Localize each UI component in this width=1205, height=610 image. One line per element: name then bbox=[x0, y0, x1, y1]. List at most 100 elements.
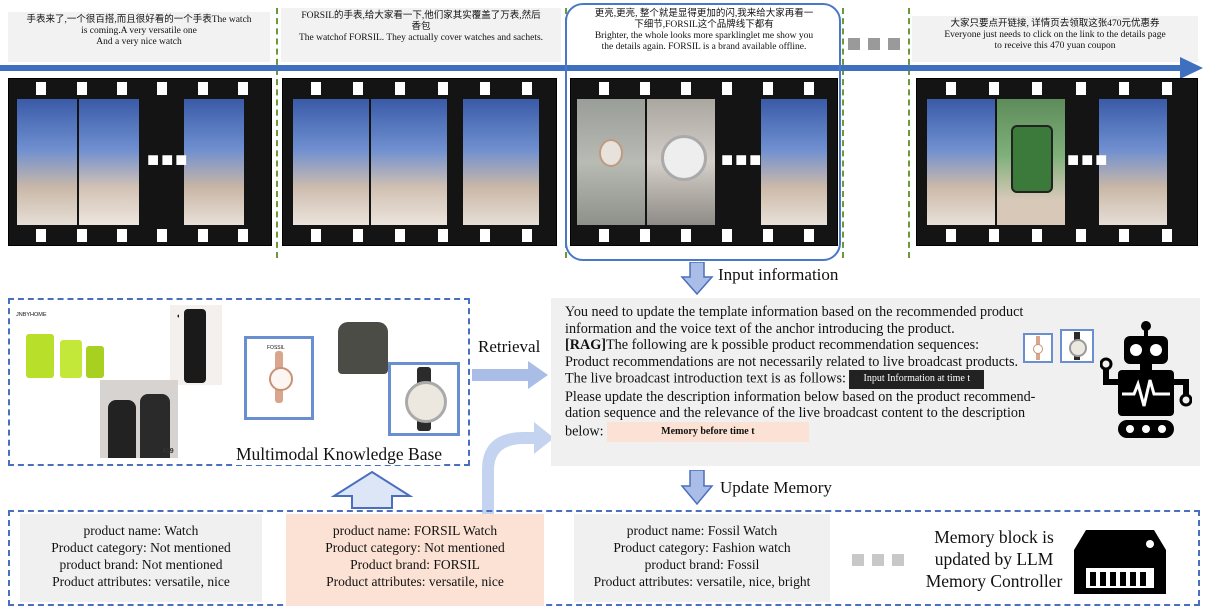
frame-2c bbox=[463, 99, 539, 225]
memory-row-box bbox=[8, 510, 1200, 606]
caption-4-en2: to receive this 470 yuan coupon bbox=[994, 41, 1116, 51]
knowledge-base-box bbox=[8, 298, 470, 466]
kb-fossil-watch-card: FOSSIL bbox=[244, 336, 314, 420]
film-sprocket-hole bbox=[598, 229, 609, 242]
rag-watch-thumb-2 bbox=[1060, 329, 1094, 363]
memory-feedback-arrow bbox=[482, 422, 554, 518]
film-sprocket-hole bbox=[1162, 229, 1173, 242]
film-sprocket-hole bbox=[721, 229, 732, 242]
kb-luggage-image bbox=[26, 328, 106, 380]
film-sprocket-hole bbox=[157, 82, 168, 95]
film-ellipsis: ■■■ bbox=[1067, 149, 1110, 171]
film-sprocket-hole bbox=[721, 82, 732, 95]
frame-3b bbox=[647, 99, 715, 225]
kb-item-bracket: ◖ bbox=[176, 312, 181, 320]
down-arrow-input bbox=[680, 262, 714, 296]
retrieval-label: Retrieval bbox=[478, 337, 541, 356]
rag-watch-thumb-1 bbox=[1023, 333, 1053, 363]
memory-2-category: Product category: Not mentioned bbox=[325, 540, 505, 555]
prompt-line-3-text: The following are k possible product rec… bbox=[605, 337, 980, 353]
film-sprocket-hole bbox=[237, 82, 248, 95]
frame-4b bbox=[997, 99, 1065, 225]
caption-3-cn: 更亮,更亮, 整个就是显得更加的闪,我来给大家再看一 bbox=[594, 9, 814, 19]
retrieval-arrow bbox=[472, 361, 548, 389]
caption-4-en1: Everyone just needs to click on the link… bbox=[944, 30, 1166, 40]
film-sprocket-hole bbox=[311, 82, 322, 95]
film-sprocket-hole bbox=[353, 82, 364, 95]
memory-block-2: product name: FORSIL Watch Product categ… bbox=[286, 514, 544, 606]
film-sprocket-hole bbox=[197, 229, 208, 242]
film-strip-2 bbox=[282, 78, 557, 246]
film-strip-1: ■■■ bbox=[8, 78, 272, 246]
film-sprocket-hole bbox=[1119, 229, 1129, 242]
film-sprocket-hole bbox=[437, 229, 448, 242]
film-strip-3: ■■■ bbox=[570, 78, 838, 246]
prompt-text: You need to update the template informat… bbox=[565, 304, 1085, 442]
prompt-line-8-text: below: bbox=[565, 423, 604, 440]
frame-1b bbox=[79, 99, 139, 225]
input-info-box: Input Information at time t bbox=[849, 370, 985, 389]
prompt-line-5: The live broadcast introduction text is … bbox=[565, 370, 1085, 389]
frame-3c bbox=[761, 99, 827, 225]
update-memory-label: Update Memory bbox=[720, 478, 832, 497]
prompt-line-6: Please update the description informatio… bbox=[565, 388, 1036, 405]
film-sprocket-hole bbox=[989, 229, 999, 242]
rag-tag: [RAG] bbox=[565, 337, 606, 353]
film-ellipsis: ■■■ bbox=[147, 149, 190, 171]
kb-brand-jnby: JNBYHOME bbox=[16, 312, 47, 318]
caption-2-en1: 香包 bbox=[411, 22, 431, 32]
kb-black-dress-image bbox=[170, 305, 222, 385]
prompt-line-5-text: The live broadcast introduction text is … bbox=[565, 370, 846, 387]
memory-block-3: product name: Fossil Watch Product categ… bbox=[574, 514, 830, 602]
caption-1-cn: 手表来了,一个很百搭,而且很好看的一个手表The watch bbox=[26, 15, 252, 25]
film-sprocket-hole bbox=[36, 82, 47, 95]
memory-1-attributes: Product attributes: versatile, nice bbox=[52, 574, 230, 589]
film-sprocket-hole bbox=[116, 82, 127, 95]
film-sprocket-hole bbox=[680, 82, 691, 95]
film-sprocket-hole bbox=[945, 82, 956, 95]
current-segment-highlight bbox=[565, 3, 841, 261]
film-sprocket-hole bbox=[945, 229, 956, 242]
caption-3-en1: 下细节,FORSIL这个品牌线下都有 bbox=[634, 20, 774, 30]
up-arrow-kb bbox=[330, 470, 414, 509]
frame-4c bbox=[1099, 99, 1167, 225]
memory-1-name: product name: Watch bbox=[83, 523, 199, 538]
prompt-line-1: You need to update the template informat… bbox=[565, 304, 1024, 320]
film-sprocket-hole bbox=[395, 229, 406, 242]
film-sprocket-hole bbox=[680, 229, 691, 242]
frame-1c bbox=[184, 99, 244, 225]
separator-4 bbox=[908, 8, 910, 258]
robot-icon bbox=[1100, 321, 1192, 438]
separator-1 bbox=[276, 8, 278, 258]
frame-2b bbox=[371, 99, 447, 225]
film-sprocket-hole bbox=[598, 82, 609, 95]
kb-brand-fossil: FOSSIL bbox=[267, 345, 285, 351]
film-sprocket-hole bbox=[1032, 82, 1043, 95]
film-sprocket-hole bbox=[639, 229, 650, 242]
film-sprocket-hole bbox=[311, 229, 322, 242]
memory-block-1: product name: Watch Product category: No… bbox=[20, 514, 262, 602]
caption-4: 大家只要点开链接, 详情页去领取这张470元优惠券 Everyone just … bbox=[912, 16, 1198, 62]
film-sprocket-hole bbox=[1119, 82, 1129, 95]
frame-3a bbox=[577, 99, 645, 225]
film-sprocket-hole bbox=[157, 229, 168, 242]
memory-3-category: Product category: Fashion watch bbox=[613, 540, 791, 555]
prompt-line-8: below: Memory before time t bbox=[565, 421, 1085, 442]
caption-3-en3: the details again. FORSIL is a brand ava… bbox=[601, 42, 807, 52]
film-sprocket-hole bbox=[76, 229, 87, 242]
caption-2: FORSIL的手表,给大家看一下,他们家其实覆盖了万表,然后 香包 The wa… bbox=[281, 8, 561, 62]
film-sprocket-hole bbox=[1075, 229, 1086, 242]
film-sprocket-hole bbox=[639, 82, 650, 95]
kb-bomber-jacket-image bbox=[334, 316, 392, 378]
film-sprocket-hole bbox=[1162, 82, 1173, 95]
film-sprocket-hole bbox=[762, 82, 773, 95]
caption-1-en1: is coming.A very versatile one bbox=[81, 26, 197, 36]
film-strip-4: ■■■ bbox=[916, 78, 1198, 246]
prompt-line-4: Product recommendations are not necessar… bbox=[565, 353, 1019, 370]
film-sprocket-hole bbox=[197, 82, 208, 95]
film-sprocket-hole bbox=[36, 229, 47, 242]
knowledge-base-label: Multimodal Knowledge Base bbox=[236, 444, 443, 465]
kb-chrono-watch-card bbox=[388, 362, 460, 436]
separator-3 bbox=[842, 8, 844, 258]
film-sprocket-hole bbox=[989, 82, 999, 95]
